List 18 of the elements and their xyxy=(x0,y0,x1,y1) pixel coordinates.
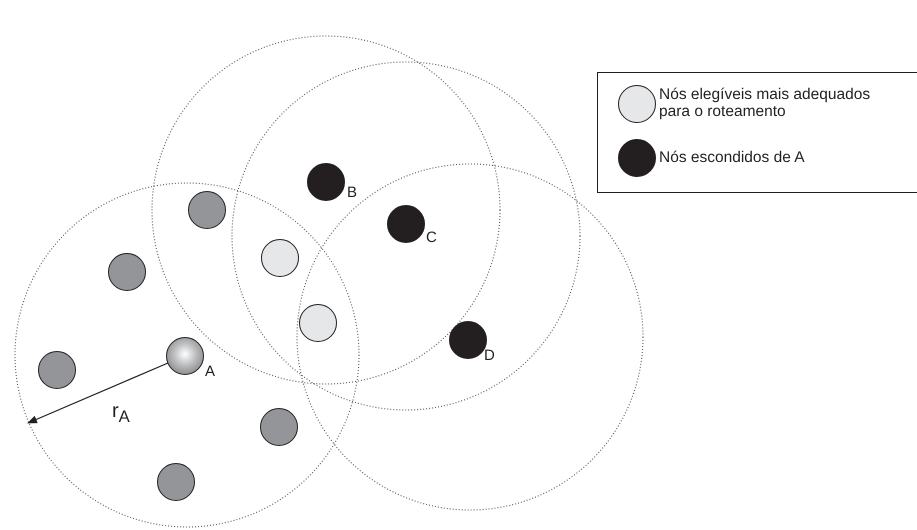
legend-text: Nós elegíveis mais adequados para o roteamento xyxy=(659,86,872,120)
node-circle xyxy=(260,408,298,446)
radius-label: r$_{A}$ xyxy=(112,400,130,427)
legend-text: Nós escondidos de A xyxy=(659,149,806,166)
hidden-node-circle xyxy=(307,163,345,201)
node-letter: A xyxy=(205,364,216,379)
node-circle xyxy=(38,351,76,389)
hidden-node-circle xyxy=(387,205,425,243)
node-letter: D xyxy=(484,348,495,363)
hidden-node-circle xyxy=(449,321,487,359)
source-node-circle xyxy=(166,337,204,375)
node-letter: C xyxy=(426,230,437,245)
eligible-node-circle xyxy=(299,304,337,342)
eligible-node-circle xyxy=(261,239,299,277)
node-letter: B xyxy=(347,185,358,200)
node-circle xyxy=(188,191,226,229)
node-circle xyxy=(157,463,195,501)
node-circle xyxy=(108,253,146,291)
